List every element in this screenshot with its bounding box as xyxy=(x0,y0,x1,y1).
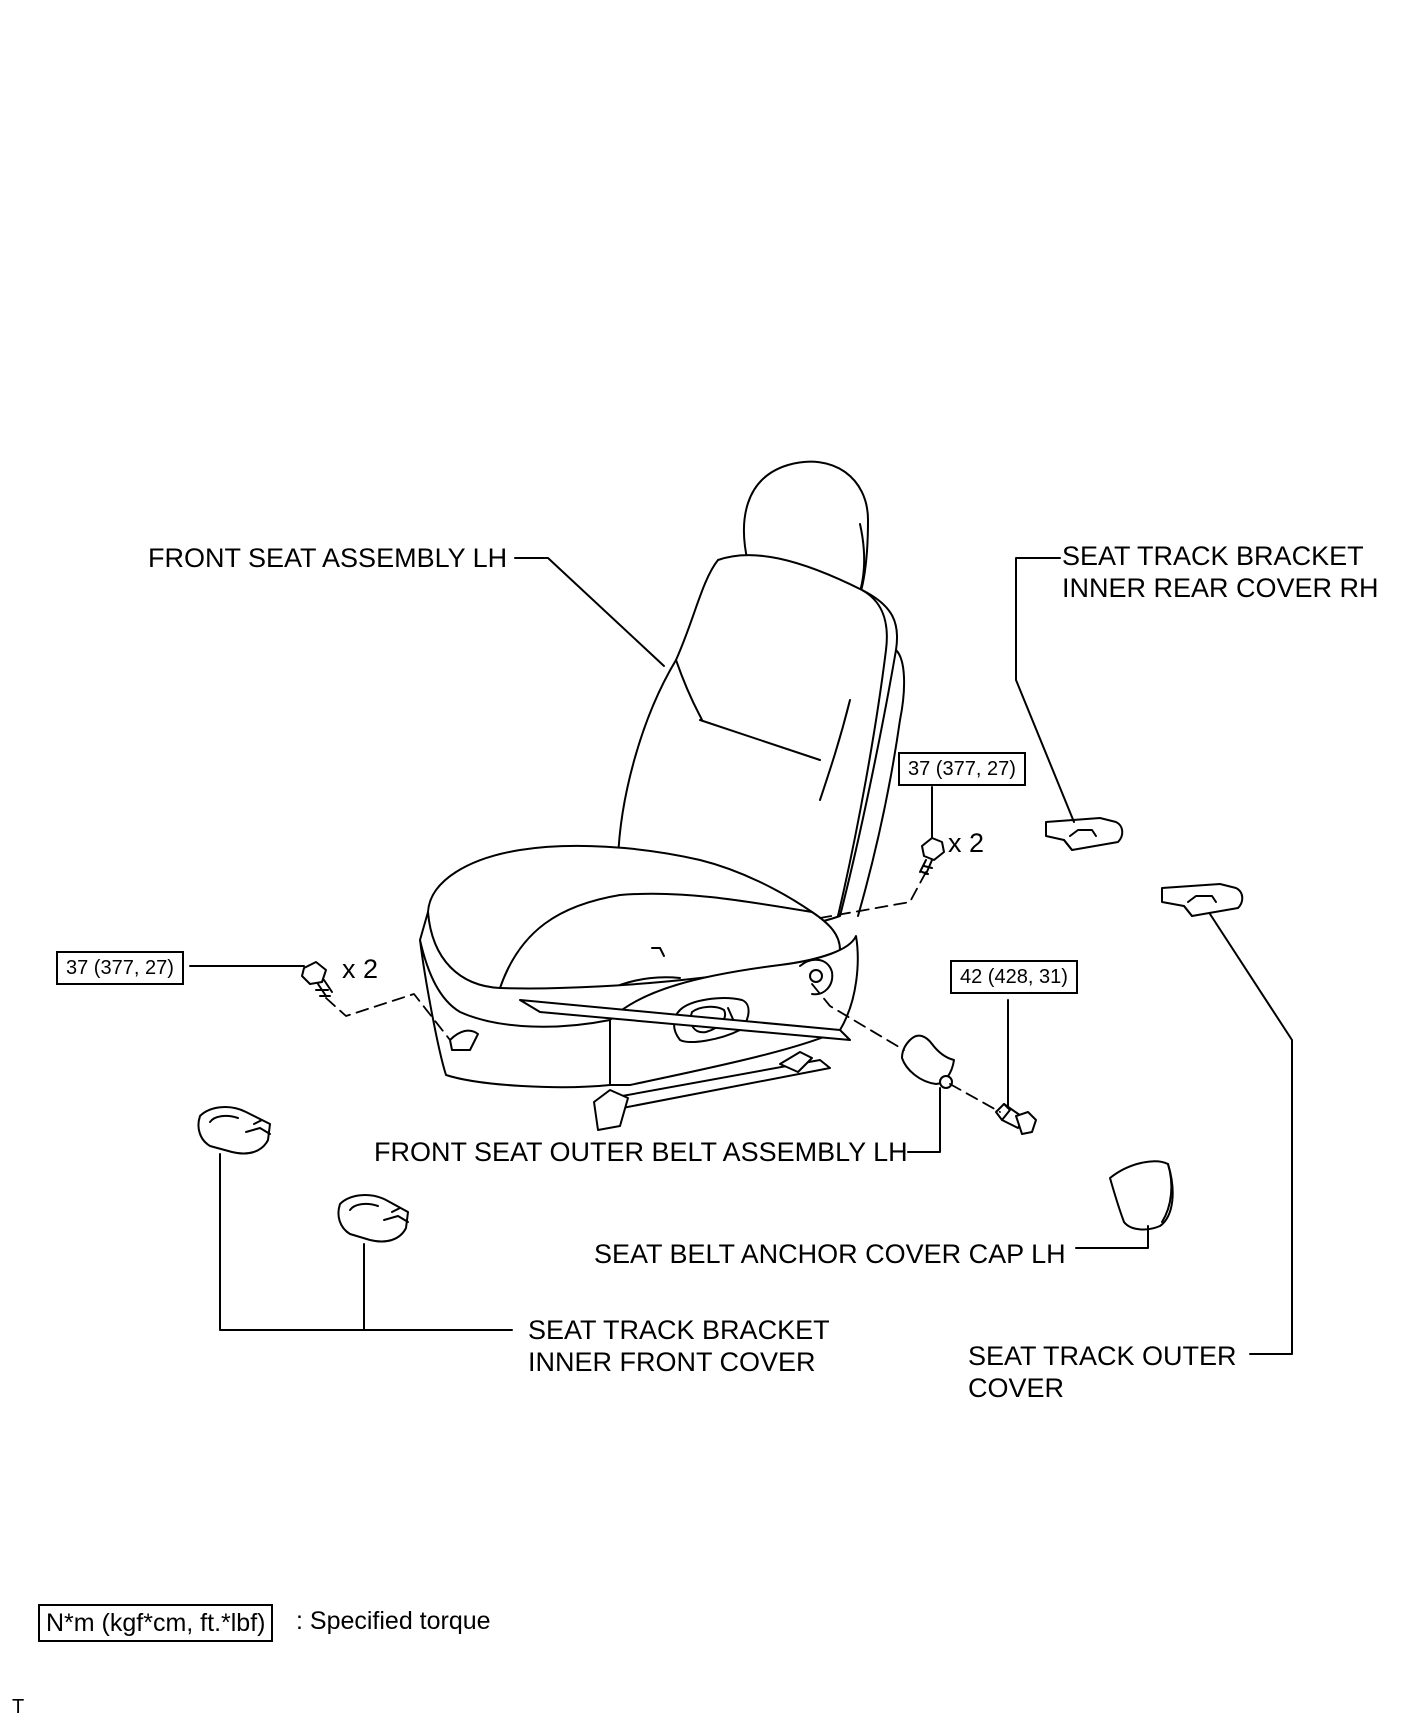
belt-anchor-drawing xyxy=(901,1034,955,1089)
outer-cover-drawing xyxy=(1161,883,1244,917)
install-dashed-lines xyxy=(325,871,1001,1113)
label-front-seat-assembly: FRONT SEAT ASSEMBLY LH xyxy=(148,543,508,573)
bolt-upper-right-drawing xyxy=(919,837,945,875)
legend-specified-torque: : Specified torque xyxy=(296,1607,491,1635)
label-outer-belt: FRONT SEAT OUTER BELT ASSEMBLY LH xyxy=(374,1137,908,1167)
torque-box-left: 37 (377, 27) xyxy=(56,951,184,985)
label-outer-cover-line2: COVER xyxy=(968,1373,1065,1403)
torque-box-belt: 42 (428, 31) xyxy=(950,960,1078,994)
label-rear-cover-line1: SEAT TRACK BRACKET xyxy=(1062,541,1364,571)
rear-cover-rh-drawing xyxy=(1045,817,1124,851)
quantity-left: x 2 xyxy=(342,954,379,984)
front-cover-1-drawing xyxy=(197,1106,271,1155)
legend-torque-unit-box: N*m (kgf*cm, ft.*lbf) xyxy=(38,1604,274,1642)
front-seat-drawing xyxy=(419,460,906,1131)
quantity-upper-right: x 2 xyxy=(948,828,985,858)
label-outer-cover-line1: SEAT TRACK OUTER xyxy=(968,1341,1237,1371)
torque-box-upper-right: 37 (377, 27) xyxy=(898,752,1026,786)
label-front-cover-line1: SEAT TRACK BRACKET xyxy=(528,1315,830,1345)
label-front-cover-line2: INNER FRONT COVER xyxy=(528,1347,816,1377)
anchor-cover-cap-drawing xyxy=(1109,1160,1174,1231)
front-cover-2-drawing xyxy=(337,1194,409,1243)
bolt-belt-drawing xyxy=(995,1103,1037,1135)
leader-lines xyxy=(189,557,1293,1355)
label-rear-cover-line2: INNER REAR COVER RH xyxy=(1062,573,1379,603)
bolt-left-drawing xyxy=(301,961,333,997)
corner-mark: T xyxy=(12,1696,25,1718)
label-anchor-cover-cap: SEAT BELT ANCHOR COVER CAP LH xyxy=(594,1239,1066,1269)
